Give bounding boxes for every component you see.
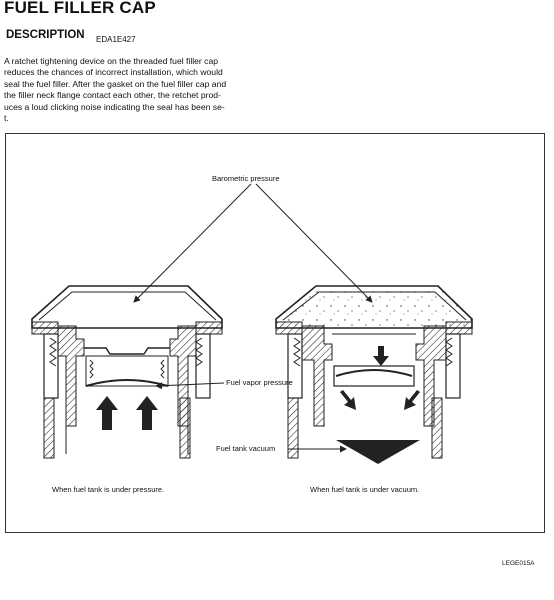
description-line: seal the fuel filler. After the gasket o… xyxy=(4,78,227,89)
figure-code: LEGE015A xyxy=(502,560,535,567)
left-cap-drawing xyxy=(31,285,223,459)
description-line: A ratchet tightening device on the threa… xyxy=(4,56,219,66)
description-line: reduces the chances of incorrect install… xyxy=(4,67,223,78)
fuel-vapor-pressure-label: Fuel vapor pressure xyxy=(226,378,293,387)
section-code: EDA1E427 xyxy=(96,35,136,44)
description-line: uces a loud clicking noise indicating th… xyxy=(4,101,225,112)
barometric-pressure-label: Barometric pressure xyxy=(212,174,280,183)
fuel-cap-figure: Barometric pressure Fuel vapor pressure … xyxy=(5,133,545,533)
section-heading: DESCRIPTION xyxy=(6,29,85,41)
fuel-cap-diagram xyxy=(31,183,473,464)
description-line: t. xyxy=(4,113,9,124)
barometric-leader-right xyxy=(255,183,373,303)
vapor-leader xyxy=(155,382,225,390)
barometric-leader-left xyxy=(133,183,252,303)
right-caption: When fuel tank is under vacuum. xyxy=(310,485,420,494)
right-cap-drawing xyxy=(275,285,473,464)
description-paragraph: A ratchet tightening device on the threa… xyxy=(4,56,250,124)
fuel-tank-vacuum-label: Fuel tank vacuum xyxy=(216,444,276,453)
left-caption: When fuel tank is under pressure. xyxy=(52,485,165,494)
page-title: FUEL FILLER CAP xyxy=(4,0,156,17)
description-line: the filler neck flange contact each othe… xyxy=(4,90,221,101)
